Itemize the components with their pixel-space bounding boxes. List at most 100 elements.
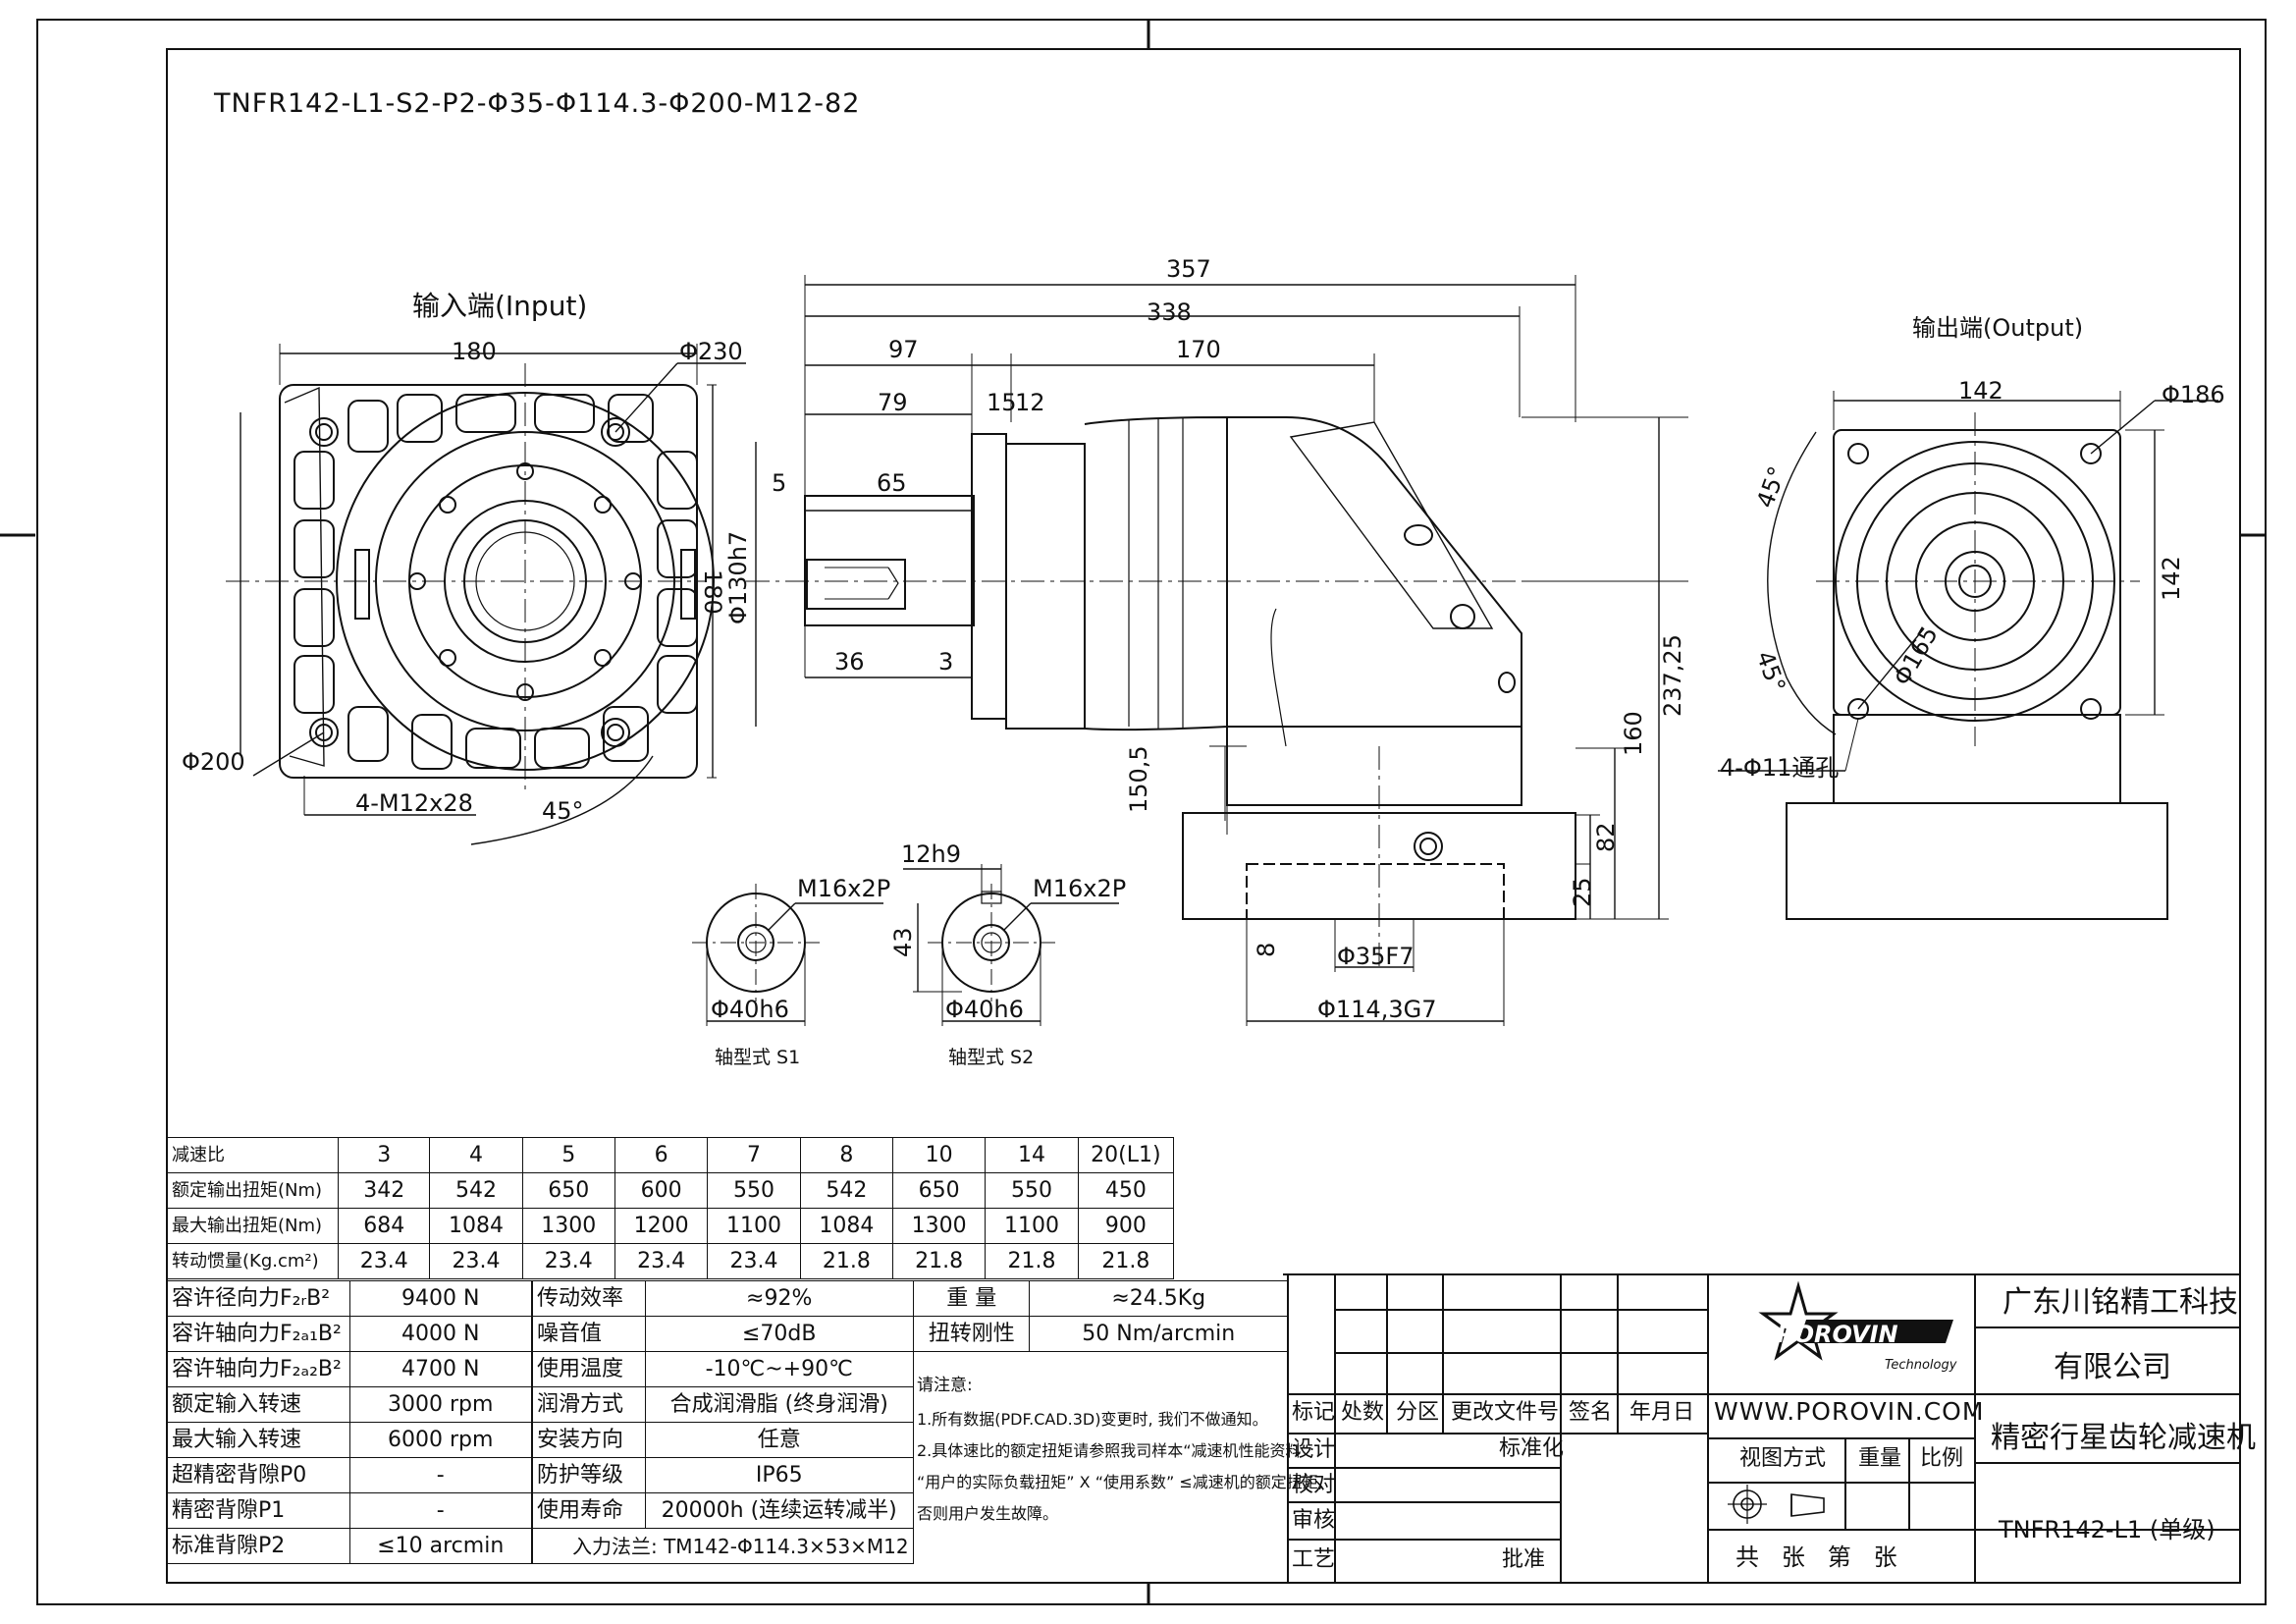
approve-label: 批准: [1502, 1547, 1546, 1572]
weight-label: 重量: [1858, 1446, 1902, 1471]
dim-170: 170: [1176, 336, 1221, 363]
spec-value: 3000 rpm: [348, 1386, 532, 1423]
dim-pilot: Φ114,3G7: [1317, 996, 1437, 1023]
dim-65: 65: [877, 469, 907, 497]
shaft2-thread: M16x2P: [1033, 875, 1127, 902]
ratio-cell: 20(L1): [1077, 1137, 1175, 1173]
note-line: 2.具体速比的额定扭矩请参照我司样本“减速机性能资料”;: [917, 1441, 1315, 1460]
dim-5: 5: [772, 469, 787, 497]
dim-15: 15: [987, 389, 1017, 416]
standardize-label: 标准化: [1499, 1436, 1565, 1461]
shaft1-diameter: Φ40h6: [711, 996, 789, 1023]
company-name-2: 有限公司: [2054, 1350, 2171, 1384]
approval-row-label: 设计: [1292, 1437, 1336, 1462]
website: WWW.POROVIN.COM: [1714, 1397, 1985, 1426]
drawing-number: TNFR142-L1 (单级): [1999, 1516, 2216, 1543]
approval-header: 签名: [1569, 1400, 1613, 1425]
spec-label: 超精密背隙P0: [167, 1457, 350, 1493]
dim-8: 8: [1253, 942, 1280, 957]
spec-value: -: [348, 1457, 532, 1493]
dim-237-25: 237,25: [1659, 634, 1686, 717]
spec-row: 润滑方式合成润滑脂 (终身润滑): [532, 1386, 914, 1423]
spec-label: 精密背隙P1: [167, 1492, 350, 1529]
input-angle: 45°: [542, 797, 584, 825]
spec-label: 传动效率: [532, 1280, 646, 1317]
ratio-cell: 650: [521, 1172, 615, 1209]
product-name: 精密行星齿轮减速机: [1991, 1421, 2256, 1455]
input-title: 输入端(Input): [412, 290, 588, 322]
approval-header: 处数: [1341, 1400, 1385, 1425]
spec-label: 最大输入转速: [167, 1422, 350, 1458]
spec-label: 防护等级: [532, 1457, 646, 1493]
side-view: [746, 275, 1688, 1026]
input-height: 180: [699, 569, 726, 615]
input-pcd: Φ230: [679, 338, 743, 365]
company-name-1: 广东川铭精工科技: [2002, 1285, 2238, 1320]
spec-value: 4000 N: [348, 1316, 532, 1352]
ratio-cell: 900: [1077, 1208, 1175, 1244]
dim-79: 79: [878, 389, 908, 416]
spec-label: 噪音值: [532, 1316, 646, 1352]
spec-value: 9400 N: [348, 1280, 532, 1317]
ratio-cell: 542: [429, 1172, 523, 1209]
spec-label: 扭转刚性: [912, 1316, 1031, 1352]
shaft1-caption: 轴型式 S1: [715, 1047, 801, 1068]
spec-row: 精密背隙P1-: [167, 1492, 532, 1529]
title-block: [1283, 1273, 2240, 1583]
notes-body: 1.所有数据(PDF.CAD.3D)变更时, 我们不做通知。2.具体速比的额定扭…: [917, 1404, 1323, 1530]
shaft-details: [692, 864, 1119, 1026]
ratio-cell: 1084: [429, 1208, 523, 1244]
logo-sub: Technology: [1885, 1358, 1957, 1373]
ratio-cell: 7: [707, 1137, 801, 1173]
ratio-cell: 1084: [799, 1208, 894, 1244]
spec-value: ≈92%: [644, 1280, 914, 1317]
ratio-cell: 542: [799, 1172, 894, 1209]
shaft2-key: 12h9: [901, 840, 962, 868]
logo-text: POROVIN: [1777, 1321, 1898, 1348]
ratio-cell: 23.4: [521, 1243, 615, 1279]
spec-row: 安装方向任意: [532, 1422, 914, 1458]
output-holes: 4-Φ11通孔: [1720, 754, 1840, 782]
spec-label: 容许轴向力F₂ₐ₁B²: [167, 1316, 350, 1352]
shaft1-thread: M16x2P: [797, 875, 891, 902]
spec-label: 容许轴向力F₂ₐ₂B²: [167, 1351, 350, 1387]
ratio-cell: 5: [521, 1137, 615, 1173]
ratio-cell: 8: [799, 1137, 894, 1173]
notes-title: 请注意:: [917, 1376, 973, 1395]
spec-value: 20000h (连续运转减半): [644, 1492, 914, 1529]
output-width: 142: [1958, 377, 2003, 405]
spec-label: 使用温度: [532, 1351, 646, 1387]
shaft2-key-depth: 43: [889, 927, 917, 957]
dim-357: 357: [1166, 255, 1211, 283]
dim-82: 82: [1592, 822, 1620, 852]
ratio-cell: 10: [891, 1137, 987, 1173]
approval-header: 分区: [1396, 1400, 1440, 1425]
spec-row: 超精密背隙P0-: [167, 1457, 532, 1493]
ratio-cell: 3: [338, 1137, 431, 1173]
input-holes: 4-M12x28: [355, 789, 473, 817]
approval-row-label: 工艺: [1292, 1547, 1336, 1572]
ratio-cell: 600: [614, 1172, 709, 1209]
spec-label: 重 量: [912, 1280, 1031, 1317]
note-line: 否则用户发生故障。: [917, 1504, 1059, 1523]
spec-label: 安装方向: [532, 1422, 646, 1458]
ratio-row-label: 转动惯量(Kg.cm²): [166, 1243, 340, 1279]
ratio-cell: 4: [429, 1137, 523, 1173]
approval-header: 标记: [1292, 1400, 1336, 1425]
flange-note: 入力法兰: TM142-Φ114.3×53×M12: [532, 1528, 914, 1564]
spec-row: 重 量≈24.5Kg: [912, 1280, 1288, 1317]
spec-value: 6000 rpm: [348, 1422, 532, 1458]
ratio-cell: 1300: [521, 1208, 615, 1244]
ratio-cell: 1200: [614, 1208, 709, 1244]
spec-row: 传动效率≈92%: [532, 1280, 914, 1317]
